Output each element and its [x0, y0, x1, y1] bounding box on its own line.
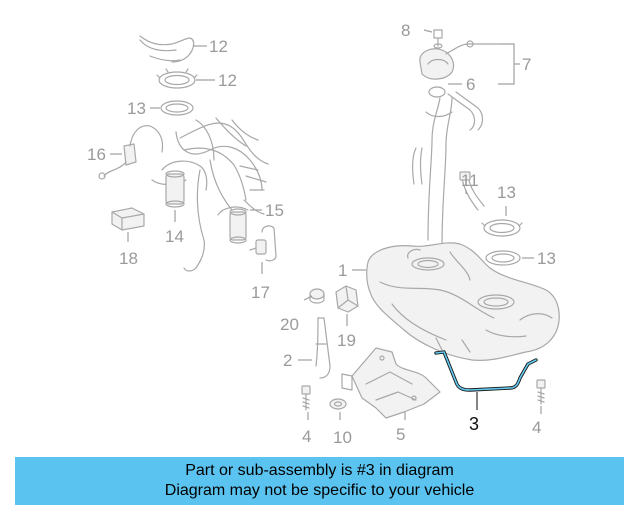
callout-7: 11: [461, 171, 479, 190]
part-13-gasket-right: [485, 250, 521, 266]
leader-9-bracket: [498, 43, 520, 85]
part-17-sensor: [249, 225, 277, 262]
callout-8: 12: [209, 37, 228, 56]
callout-15: 15: [265, 201, 284, 220]
part-14-15-pump-module: [151, 117, 269, 272]
part-9-filler-cap: [419, 40, 501, 80]
callout-16: 16: [87, 145, 106, 164]
callout-6: 10: [333, 428, 352, 447]
part-12-lock-ring-left: [156, 68, 198, 89]
callout-1: 1: [338, 261, 347, 280]
part-3-tank-strap-highlighted: [434, 350, 538, 392]
part-20-clip: [309, 288, 325, 304]
part-8-harness: [139, 35, 195, 63]
callout-17: 17: [251, 283, 270, 302]
callout-14: 14: [165, 227, 184, 246]
callout-9: 7: [522, 55, 531, 74]
part-6-nut: [329, 398, 347, 410]
exploded-parts-diagram: 12 12 13: [87, 21, 560, 447]
part-1-fuel-tank: [366, 242, 560, 361]
callout-3: 3: [469, 414, 479, 434]
part-16-sender: [98, 125, 164, 180]
callout-12-right: 13: [497, 183, 516, 202]
callout-4-left: 4: [302, 427, 311, 446]
part-4-bolt-left: [301, 385, 311, 411]
part-5-heat-shield: [341, 347, 441, 419]
callout-2: 2: [283, 351, 292, 370]
banner-line-1: Part or sub-assembly is #3 in diagram: [185, 462, 454, 479]
leader-20: [303, 295, 313, 301]
callout-12-left: 12: [218, 71, 237, 90]
part-11-bolt: [433, 29, 443, 49]
part-12-lock-ring-right: [481, 219, 523, 237]
part-18-bracket: [111, 207, 145, 231]
callout-18: 18: [119, 249, 138, 268]
part-4-bolt-right: [536, 379, 546, 405]
info-banner: Part or sub-assembly is #3 in diagram Di…: [15, 457, 624, 505]
callout-19: 19: [337, 331, 356, 350]
callout-5: 5: [396, 425, 405, 444]
leader-11: [423, 29, 433, 33]
banner-line-2: Diagram may not be specific to your vehi…: [164, 482, 475, 499]
part-filler-neck: [412, 91, 484, 247]
callout-20: 20: [280, 315, 299, 334]
callout-10: 6: [466, 75, 475, 94]
callout-11: 8: [401, 21, 410, 40]
callout-13-left: 13: [127, 99, 146, 118]
callout-4-right: 4: [532, 418, 541, 437]
part-10-seal: [428, 86, 446, 98]
part-13-gasket-left: [160, 100, 194, 116]
callout-13-right: 13: [537, 249, 556, 268]
part-2-strap: [315, 317, 331, 379]
part-7-hose: [459, 171, 485, 211]
part-19-bracket: [335, 285, 359, 313]
